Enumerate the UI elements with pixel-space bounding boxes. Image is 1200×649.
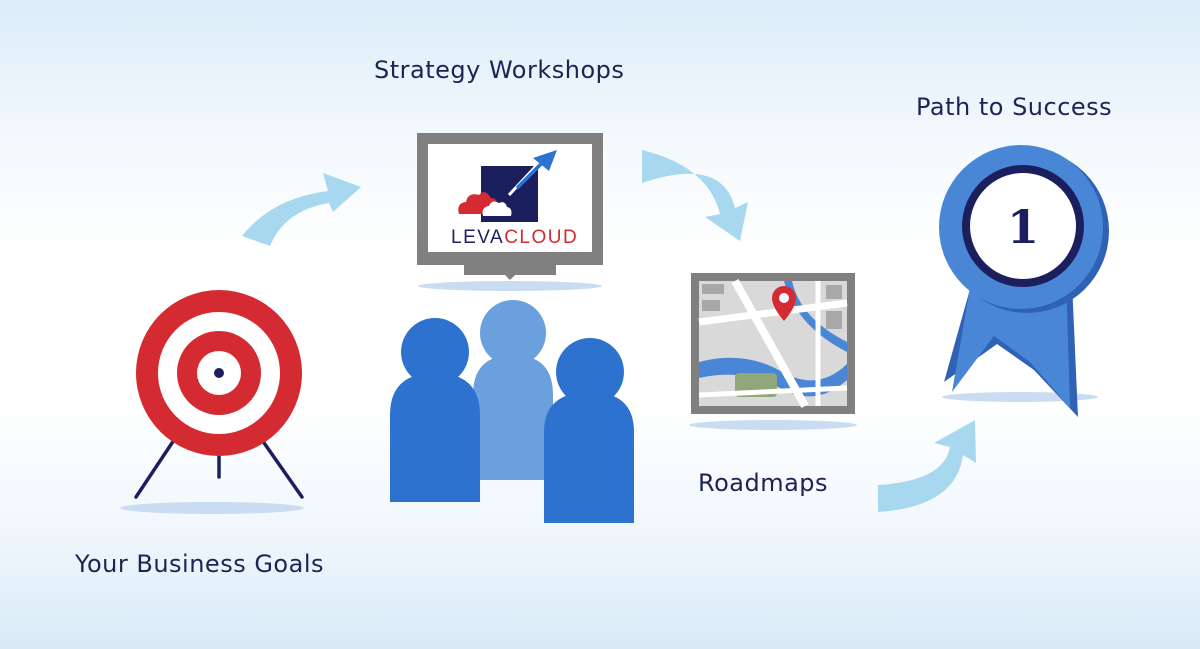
flow-arrow-icon	[242, 173, 361, 246]
path-to-success-label: Path to Success	[916, 93, 1113, 121]
map-icon	[689, 273, 857, 430]
ribbon-badge-icon: 1	[939, 145, 1109, 417]
roadmaps-label: Roadmaps	[698, 469, 829, 497]
badge-number: 1	[1007, 200, 1039, 254]
brand-name-part1: LEVA	[451, 227, 504, 248]
svg-text:LEVACLOUD: LEVACLOUD	[451, 227, 578, 248]
strategy-workshops-label: Strategy Workshops	[374, 56, 625, 84]
people-icon	[390, 300, 634, 523]
map-pin-icon	[772, 286, 796, 321]
flow-arrow-icon	[642, 150, 748, 241]
your-business-goals-label: Your Business Goals	[75, 550, 324, 578]
cloud-icon	[458, 192, 512, 216]
monitor-icon: LEVACLOUD	[417, 133, 603, 291]
flow-arrow-icon	[878, 420, 976, 512]
target-icon	[120, 290, 304, 514]
brand-name-part2: CLOUD	[504, 227, 578, 248]
